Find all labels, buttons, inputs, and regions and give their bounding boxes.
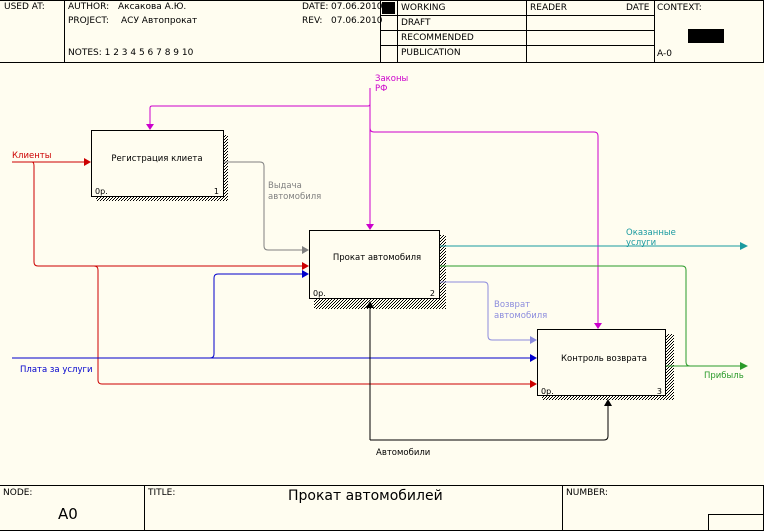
box-2-title: Прокат автомобиля bbox=[333, 253, 421, 263]
label-laws-1: Законы bbox=[375, 74, 408, 84]
status-publication: PUBLICATION bbox=[401, 48, 461, 58]
working-marker bbox=[382, 2, 395, 14]
status-working: WORKING bbox=[401, 3, 446, 13]
function-box-1[interactable]: Регистрация клиета 0р. 1 bbox=[91, 130, 224, 197]
context-thumbnail bbox=[688, 29, 724, 43]
arrow-laws bbox=[149, 88, 599, 325]
label-return-1: Возврат bbox=[494, 300, 530, 310]
label-laws-2: РФ bbox=[375, 84, 387, 94]
notes: NOTES: 1 2 3 4 5 6 7 8 9 10 bbox=[68, 48, 194, 58]
author-label: AUTHOR: bbox=[68, 2, 110, 12]
node-value: A0 bbox=[58, 505, 78, 523]
label-issue-1: Выдача bbox=[268, 181, 302, 191]
status-recommended: RECOMMENDED bbox=[401, 33, 474, 43]
box-2-number: 2 bbox=[430, 289, 435, 298]
arrow-return-car bbox=[440, 281, 532, 341]
reader-date-label: DATE bbox=[626, 3, 650, 13]
node-label: NODE: bbox=[3, 488, 33, 498]
box-3-cost: 0р. bbox=[541, 387, 554, 396]
arrow-issue-car bbox=[224, 161, 304, 251]
date-label: DATE: bbox=[302, 2, 329, 12]
project-value: АСУ Автопрокат bbox=[121, 16, 198, 26]
label-services-1: Оказанные bbox=[626, 228, 676, 238]
arrow-profit bbox=[440, 265, 742, 367]
function-box-3[interactable]: Контроль возврата 0р. 3 bbox=[537, 329, 666, 397]
context-node: A-0 bbox=[657, 49, 672, 59]
arrow-payment bbox=[12, 273, 532, 359]
title-label: TITLE: bbox=[148, 488, 176, 498]
label-profit: Прибыль bbox=[704, 371, 744, 381]
number-label: NUMBER: bbox=[566, 488, 608, 498]
box-1-number: 1 bbox=[214, 187, 219, 196]
box-2-cost: 0р. bbox=[313, 289, 326, 298]
status-draft: DRAFT bbox=[401, 18, 431, 28]
label-return-2: автомобиля bbox=[494, 311, 547, 321]
label-services-2: услуги bbox=[626, 238, 656, 248]
box-3-number: 3 bbox=[657, 387, 662, 396]
function-box-2[interactable]: Прокат автомобиля 0р. 2 bbox=[309, 230, 440, 299]
label-clients: Клиенты bbox=[12, 151, 51, 161]
rev-label: REV: bbox=[302, 16, 323, 26]
project-label: PROJECT: bbox=[68, 16, 109, 26]
box-1-title: Регистрация клиета bbox=[111, 154, 202, 164]
label-issue-2: автомобиля bbox=[268, 192, 321, 202]
reader-label: READER bbox=[530, 3, 567, 13]
label-payment: Плата за услуги bbox=[20, 365, 92, 375]
box-1-cost: 0р. bbox=[95, 187, 108, 196]
box-3-title: Контроль возврата bbox=[561, 354, 647, 364]
label-cars: Автомобили bbox=[376, 448, 430, 458]
arrow-clients bbox=[12, 161, 532, 385]
used-at-label: USED AT: bbox=[4, 2, 45, 12]
arrow-cars bbox=[369, 306, 609, 441]
arrowheads bbox=[84, 124, 748, 406]
date-value: 07.06.2010 bbox=[331, 2, 383, 12]
diagram-title: Прокат автомобилей bbox=[288, 488, 443, 504]
rev-value: 07.06.2010 bbox=[331, 16, 383, 26]
author-value: Аксакова А.Ю. bbox=[118, 2, 187, 12]
context-label: CONTEXT: bbox=[657, 3, 702, 13]
